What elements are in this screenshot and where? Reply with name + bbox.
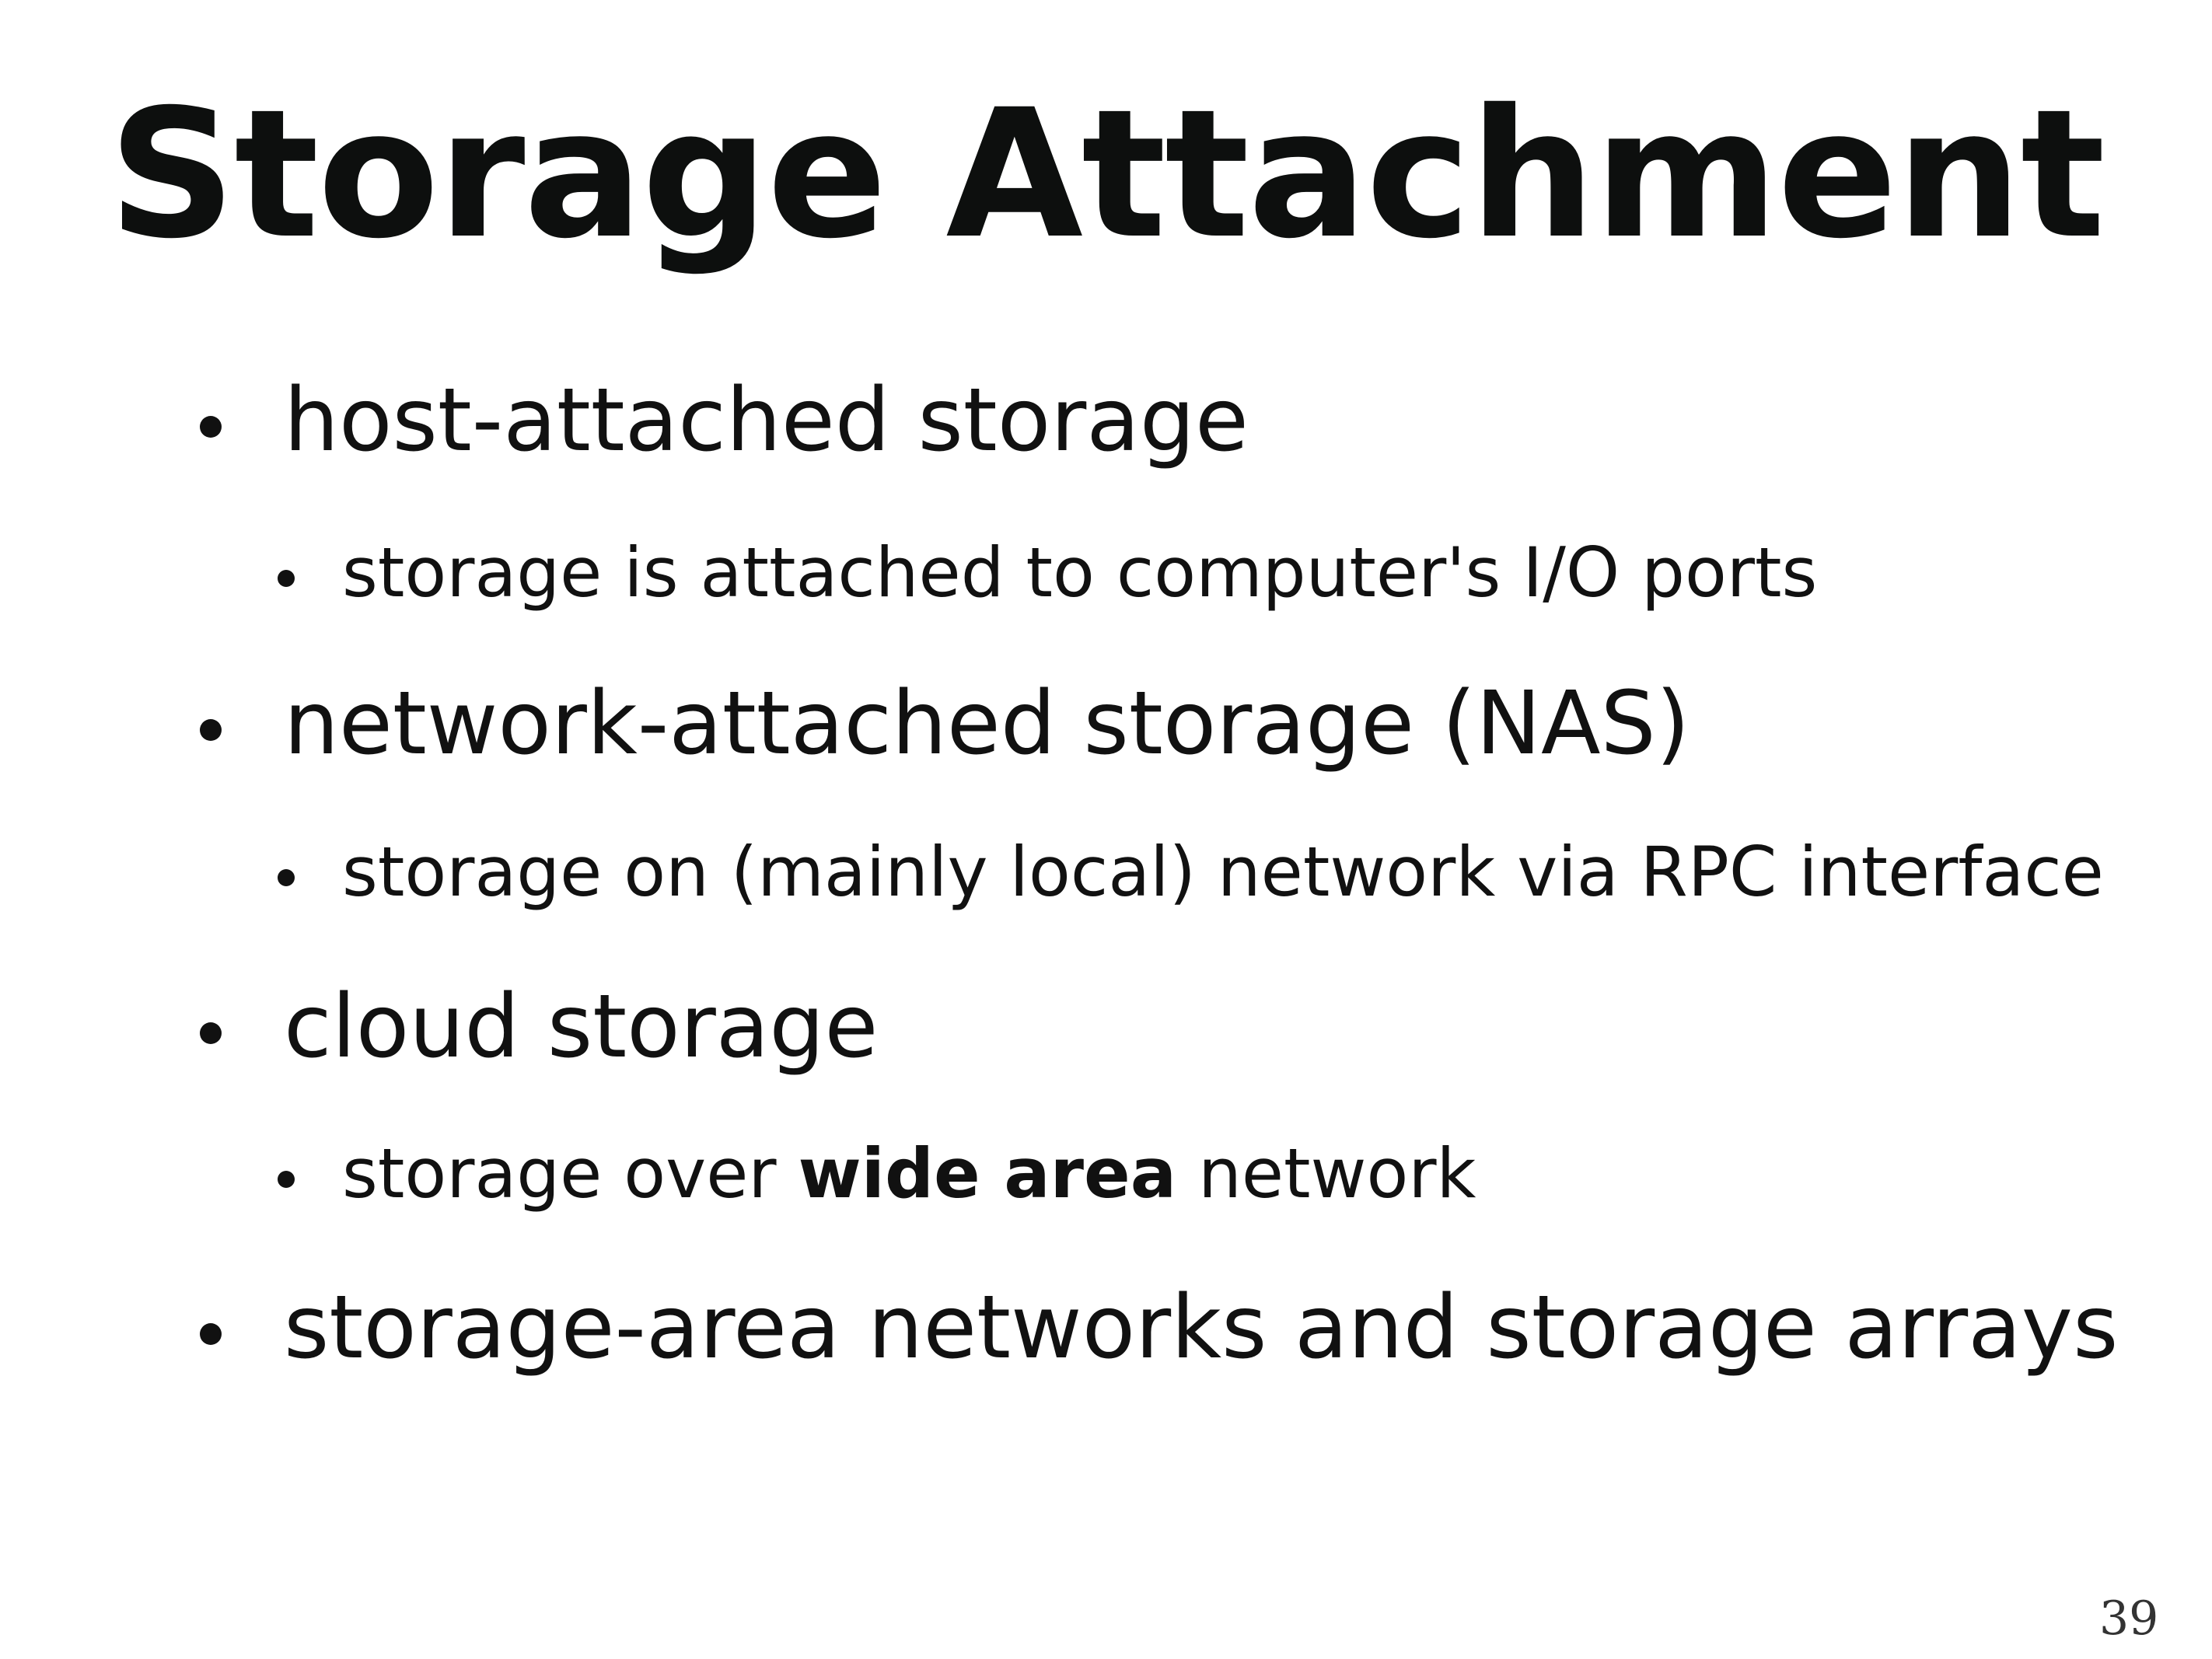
sub-bullet-bold-text: wide area: [798, 1133, 1177, 1214]
sub-bullet-dot-icon: [278, 1171, 295, 1188]
page-number: 39: [2099, 1591, 2159, 1646]
sub-bullet-text-before: storage over: [342, 1133, 798, 1214]
sub-bullet-dot-icon: [278, 869, 295, 886]
bullet-text: host-attached storage: [284, 370, 1249, 471]
bullet-dot-icon: [200, 1022, 222, 1044]
bullet-host-attached-storage: host-attached storage: [200, 377, 1249, 464]
bullet-text: cloud storage: [284, 976, 879, 1077]
bullet-storage-area-networks: storage-area networks and storage arrays: [200, 1284, 2118, 1371]
bullet-text: storage-area networks and storage arrays: [284, 1277, 2119, 1378]
bullet-cloud-storage: cloud storage: [200, 983, 878, 1070]
sub-bullet-text: storage on (mainly local) network via RP…: [342, 832, 2104, 912]
bullet-dot-icon: [200, 416, 222, 438]
sub-bullet-dot-icon: [278, 570, 295, 587]
slide-title: Storage Attachment: [108, 71, 2105, 278]
sub-bullet-wide-area-network: storage over wide area network: [278, 1140, 1476, 1208]
sub-bullet-text-after: network: [1176, 1133, 1476, 1214]
bullet-text: network-attached storage (NAS): [284, 673, 1690, 774]
bullet-dot-icon: [200, 1323, 222, 1345]
sub-bullet-io-ports: storage is attached to computer's I/O po…: [278, 539, 1817, 607]
sub-bullet-text: storage is attached to computer's I/O po…: [342, 533, 1818, 613]
bullet-dot-icon: [200, 719, 222, 741]
bullet-network-attached-storage: network-attached storage (NAS): [200, 680, 1690, 767]
sub-bullet-rpc-interface: storage on (mainly local) network via RP…: [278, 838, 2104, 906]
